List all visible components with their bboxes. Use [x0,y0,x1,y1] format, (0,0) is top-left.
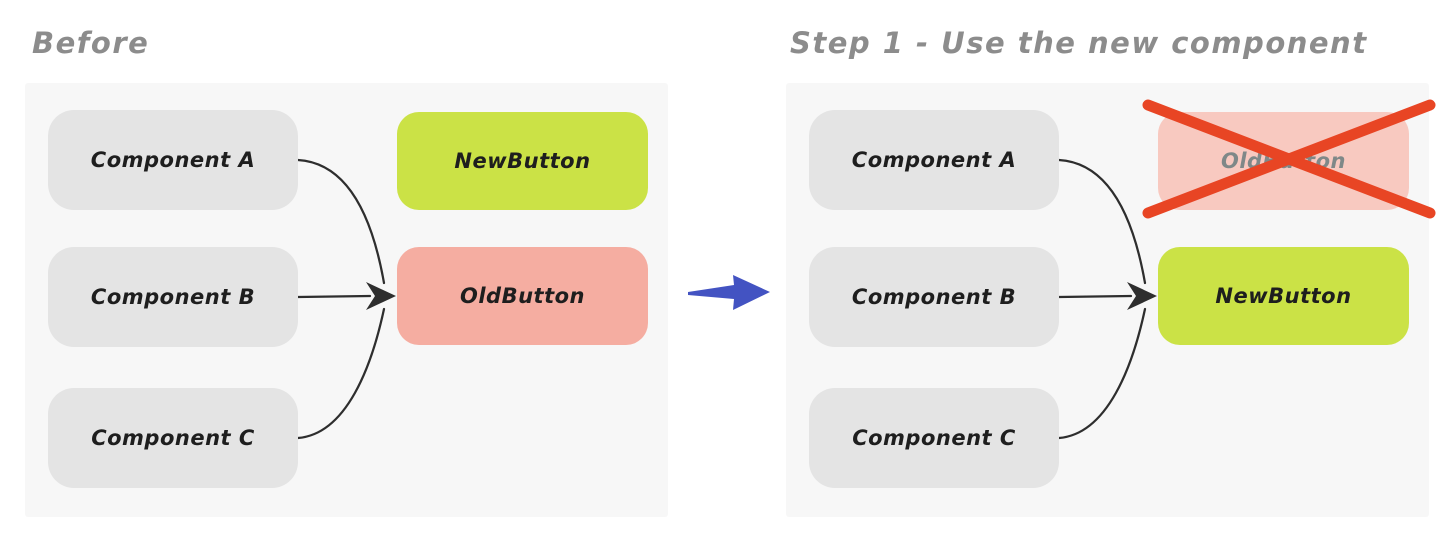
before-title: Before [32,26,150,60]
step1-component-c-label: Component C [852,426,1016,450]
before-old-button-label: OldButton [460,284,585,308]
connector-component-a-icon [1057,158,1147,285]
step1-old-button-box-crossed: OldButton [1158,112,1409,210]
before-component-b-label: Component B [90,285,256,309]
step1-component-c-box: Component C [809,388,1059,488]
before-new-button-box: NewButton [397,112,648,210]
before-component-b-box: Component B [48,247,298,347]
before-component-c-label: Component C [91,426,255,450]
before-old-button-box: OldButton [397,247,648,345]
connector-component-c-icon [1057,307,1147,440]
before-component-a-box: Component A [48,110,298,210]
step1-new-button-label: NewButton [1215,284,1352,308]
before-component-a-label: Component A [90,148,256,172]
step1-component-b-label: Component B [851,285,1017,309]
step1-title: Step 1 - Use the new component [790,26,1368,60]
step1-new-button-box: NewButton [1158,247,1409,345]
connector-component-a-icon [296,158,386,285]
before-panel: Component A Component B Component C NewB… [25,83,668,517]
arrowhead-icon [366,282,396,310]
before-component-c-box: Component C [48,388,298,488]
before-new-button-label: NewButton [454,149,591,173]
step1-component-a-label: Component A [851,148,1017,172]
step1-component-a-box: Component A [809,110,1059,210]
connector-component-b-icon [1057,294,1133,299]
step1-component-b-box: Component B [809,247,1059,347]
step1-panel: Component A Component B Component C OldB… [786,83,1436,517]
step1-old-button-label: OldButton [1221,149,1346,173]
connector-component-c-icon [296,307,386,440]
right-arrow-icon [688,275,770,310]
arrowhead-icon [1127,282,1157,310]
connector-component-b-icon [296,294,372,299]
